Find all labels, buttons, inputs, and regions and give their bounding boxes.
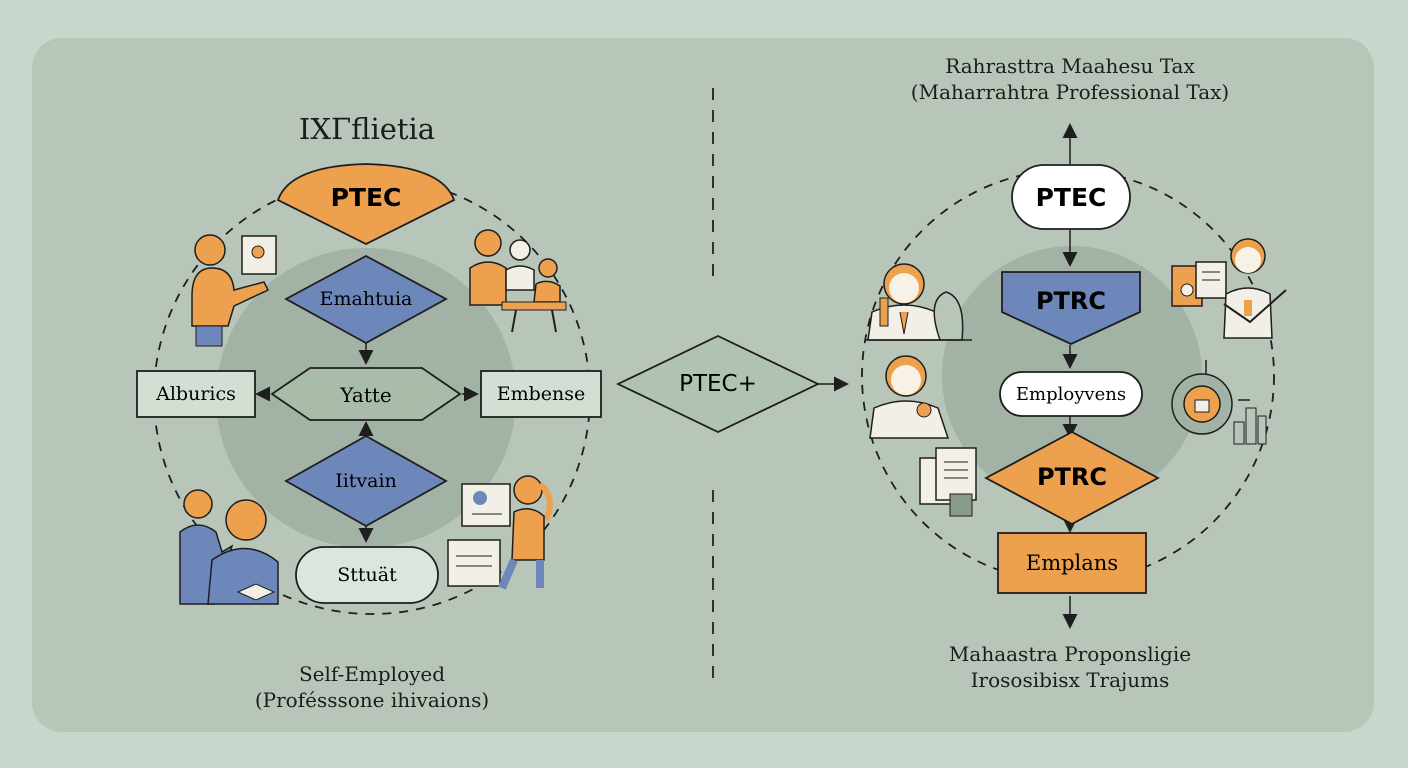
left-embense-label: Embense: [496, 383, 586, 405]
right-employvens-pill: [999, 371, 1143, 417]
left-yatte-label: Yatte: [340, 383, 392, 407]
teacher-icon: [1171, 238, 1287, 339]
center-ptec-plus-label: PTEC+: [679, 371, 757, 397]
left-ptec-label: PTEC: [330, 182, 402, 212]
left-emahtuia-diamond: [284, 254, 448, 345]
office-worker-icon: [447, 475, 553, 590]
left-caption-line1: Self-Employed: [298, 662, 446, 686]
left-emahtuia-label: Emahtuia: [319, 288, 413, 310]
left-iitvain-diamond: [284, 434, 448, 528]
student-icon: [179, 489, 279, 605]
right-ptrc-pentagon-label: PTRC: [1035, 287, 1107, 315]
document-icon: [919, 447, 977, 517]
right-emplans-box: [997, 532, 1147, 594]
left-yatte-hexagon: [270, 367, 462, 421]
nurse-icon: [869, 355, 950, 439]
right-cluster: [861, 123, 1275, 629]
left-caption-line2: (Profésssone ihivaions): [254, 688, 490, 712]
right-ptrc-diamond-label: PTRC: [1036, 463, 1108, 491]
center-divider: [615, 88, 849, 688]
right-emplans-label: Emplans: [1025, 551, 1119, 575]
right-ptec-label: PTEC: [1035, 182, 1107, 212]
right-ptrc-diamond: [984, 430, 1160, 526]
left-title: IXΓflietia: [298, 112, 436, 146]
right-caption-line2: Irososibisx Trajums: [970, 668, 1170, 692]
left-alburics-box: [136, 370, 256, 418]
left-alburics-label: Alburics: [156, 383, 236, 405]
analytics-icon: [1171, 360, 1267, 445]
right-ptec-oval: [1011, 164, 1131, 230]
classroom-icon: [469, 229, 567, 333]
right-employvens-label: Employvens: [1015, 383, 1127, 405]
right-ptrc-pentagon: [1001, 271, 1141, 345]
left-iitvain-label: Iitvain: [335, 470, 397, 492]
right-title-line2: (Maharrahtra Professional Tax): [910, 80, 1230, 104]
left-cluster: [136, 163, 602, 615]
doctor-icon: [866, 263, 972, 341]
right-caption-line1: Mahaastra Proponsligie: [948, 642, 1192, 666]
left-ptec-shape: [276, 163, 456, 246]
person-reading-icon: [191, 234, 277, 347]
left-embense-box: [480, 370, 602, 418]
right-title-line1: Rahrasttra Maahesu Tax: [945, 54, 1195, 78]
center-ptec-plus-diamond: [615, 335, 821, 433]
left-sttuat-oval: [295, 546, 439, 604]
left-sttuat-label: Sttuät: [337, 564, 397, 586]
